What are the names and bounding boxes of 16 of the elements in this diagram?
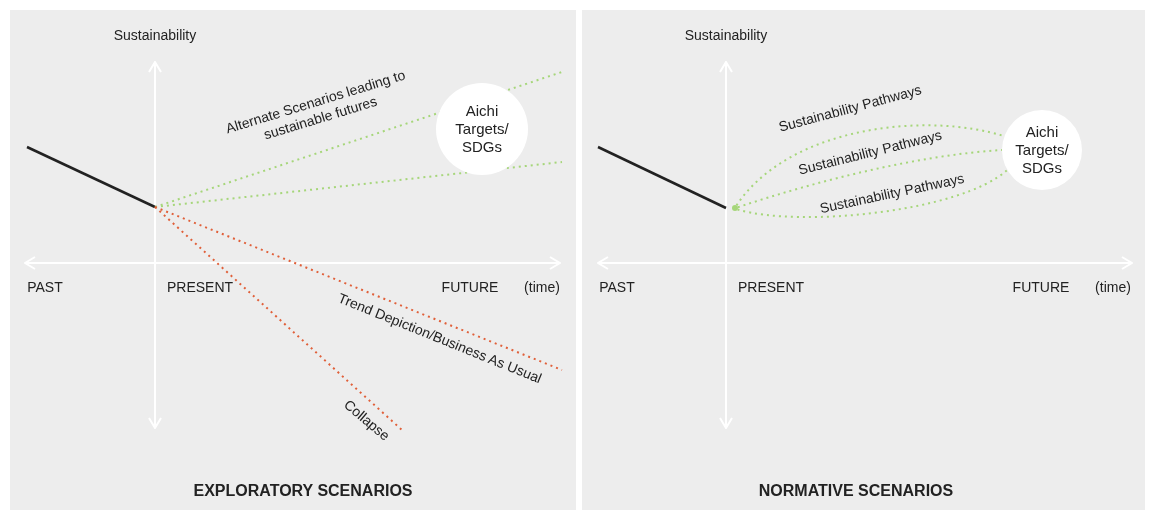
- axis-label: PAST: [599, 279, 635, 295]
- axis-label: (time): [1095, 279, 1131, 295]
- axis-label: FUTURE: [1012, 279, 1070, 295]
- axis-label: Sustainability: [113, 27, 197, 43]
- axis-label: FUTURE: [441, 279, 499, 295]
- axis-label: (time): [524, 279, 560, 295]
- axis-label: PRESENT: [737, 279, 805, 295]
- axis-label: PRESENT: [166, 279, 234, 295]
- axis-label: PAST: [27, 279, 63, 295]
- pathway-curve: [736, 169, 1009, 219]
- target-label: Aichi Targets/ SDGs: [454, 102, 510, 156]
- present-point: [732, 205, 738, 211]
- target-label: Aichi Targets/ SDGs: [1014, 123, 1070, 177]
- axis-label: Sustainability: [684, 27, 768, 43]
- panel-title: NORMATIVE SCENARIOS: [758, 482, 954, 500]
- panel-title: EXPLORATORY SCENARIOS: [193, 482, 413, 500]
